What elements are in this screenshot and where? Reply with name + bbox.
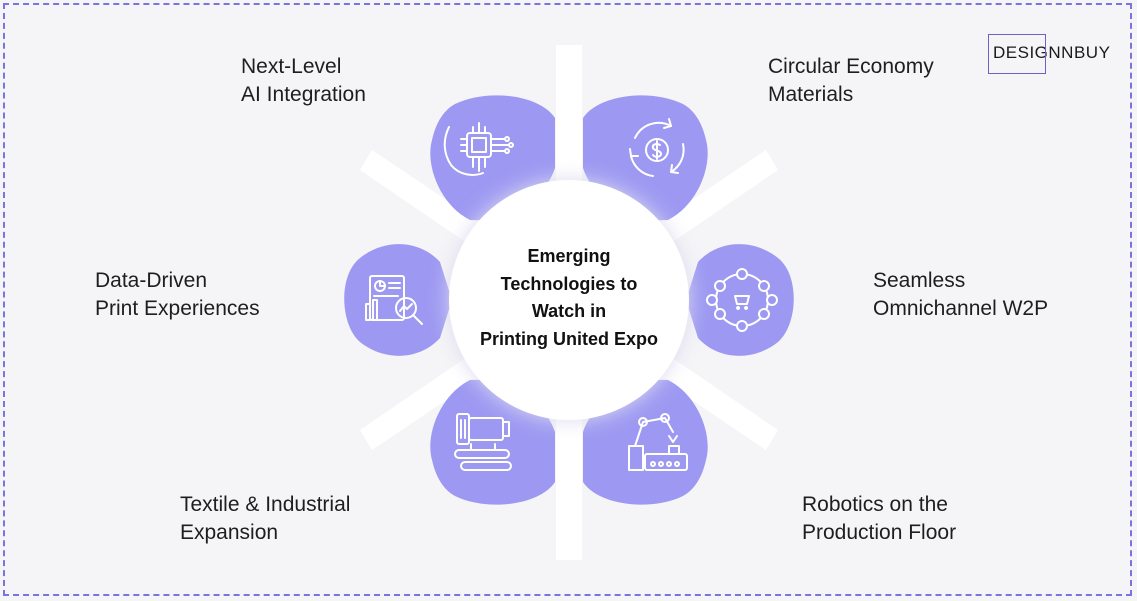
center-title-line-3: Watch in (531, 301, 607, 321)
label-robotics: Robotics on the Production Floor (802, 493, 957, 544)
ai-chip-icon (443, 122, 514, 176)
label-data-driven: Data-Driven Print Experiences (95, 269, 260, 320)
center-title-line-1: Emerging (527, 246, 611, 266)
petal-omnichannel (686, 244, 794, 356)
center-circle (449, 180, 689, 420)
brand-logo: DESIGNNBUY (988, 32, 1110, 74)
textile-machine-icon (454, 413, 512, 471)
dashed-frame (3, 3, 1132, 596)
center-title: Emerging Technologies to Watch in Printi… (458, 243, 680, 353)
center-title-line-2: Technologies to (500, 273, 638, 294)
analytics-report-icon (365, 275, 423, 325)
label-textile: Textile & Industrial Expansion (180, 493, 351, 544)
label-omnichannel: Seamless Omnichannel W2P (873, 269, 1049, 320)
omnichannel-network-icon (706, 268, 778, 332)
robotic-arm-icon (628, 413, 688, 471)
petal-data (344, 244, 452, 356)
center-title-line-4: Printing United Expo (480, 328, 658, 349)
logo-text: DESIGNNBUY (993, 43, 1111, 62)
label-ai-integration: Next-Level AI Integration (241, 55, 366, 106)
petals (344, 95, 794, 505)
recycle-money-icon (629, 118, 685, 177)
logo-box (988, 34, 1046, 74)
label-circular-economy: Circular Economy Materials (768, 55, 934, 106)
